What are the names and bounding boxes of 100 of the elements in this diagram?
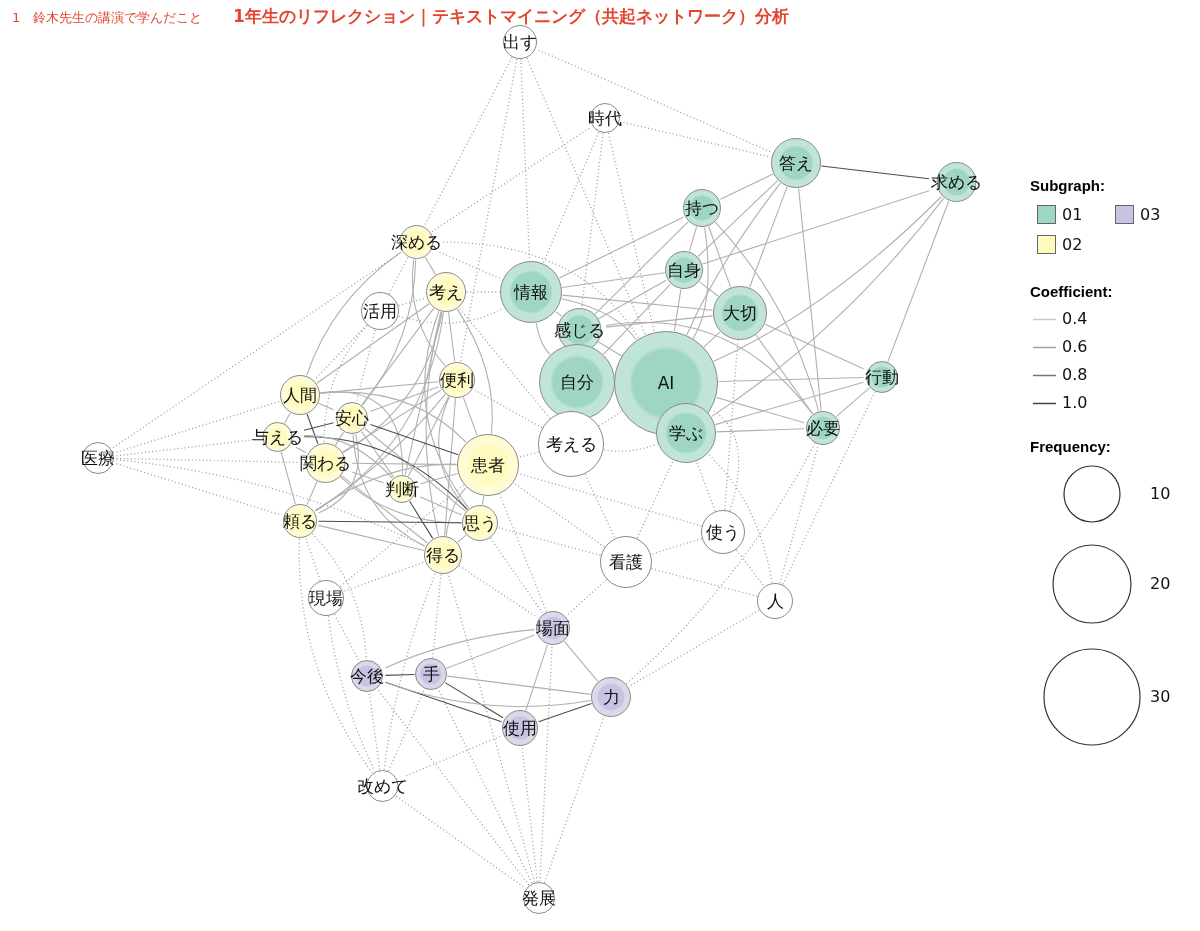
edge-line (303, 435, 393, 479)
edge-line (340, 475, 429, 544)
edge-line (764, 323, 865, 370)
edge-line (115, 400, 282, 453)
edge-line (702, 190, 930, 265)
edge-line (446, 675, 592, 695)
edge-line (419, 496, 463, 516)
edge-line (361, 307, 435, 406)
edge-line (369, 423, 459, 456)
legend-label: 20 (1150, 574, 1171, 594)
edge-line (462, 396, 478, 436)
edge-line (598, 410, 623, 427)
edge-line (688, 226, 698, 252)
edge-line (605, 321, 814, 415)
edge-line (364, 427, 467, 512)
edge-line (384, 681, 503, 723)
edge-line (458, 565, 539, 619)
edge-line (115, 457, 299, 464)
edge-line (755, 334, 814, 415)
edge-line (387, 688, 426, 772)
edge-line (561, 298, 637, 341)
word-node: 考える (538, 411, 604, 477)
edge-line (717, 376, 865, 383)
edge-line (339, 476, 463, 524)
edge-line (715, 396, 806, 424)
edge-line (411, 258, 446, 367)
word-node: 現場 (308, 580, 344, 616)
edge-line (319, 391, 467, 443)
legend-heading: Coefficient: (1030, 282, 1113, 302)
word-node: 今後 (349, 660, 385, 692)
edge-line (323, 324, 368, 444)
edge-line (409, 500, 434, 539)
word-node: 患者 (457, 434, 519, 496)
edge-line (355, 329, 376, 403)
edge-line (625, 442, 816, 685)
edge-line (424, 310, 470, 509)
edge-line (424, 256, 437, 275)
edge-line (384, 682, 592, 707)
edge-line (303, 422, 335, 431)
edge-line (710, 408, 740, 512)
word-node: 必要 (805, 411, 841, 445)
edge-line (368, 691, 381, 771)
edge-line (526, 57, 646, 336)
edge-line (445, 487, 467, 537)
edge-line (497, 527, 602, 556)
edge-line (597, 341, 622, 357)
legend-label: 01 (1062, 204, 1083, 225)
edge-line (561, 272, 666, 289)
word-node: 力 (591, 677, 631, 717)
edge-line (456, 308, 493, 435)
edge-line (306, 251, 402, 377)
edge-line (584, 473, 616, 539)
edge-line (341, 389, 442, 453)
edge-line (489, 537, 544, 615)
edge-line (696, 460, 716, 512)
word-node: 出す (502, 25, 538, 59)
edge-line (782, 391, 876, 585)
edge-line (558, 216, 685, 279)
edge-line (594, 221, 689, 315)
edge-line (628, 609, 760, 688)
title: 1年生のリフレクション｜テキストマイニング（共起ネットワーク）分析 (233, 5, 789, 27)
edge-line (525, 644, 549, 711)
word-node: 情報 (500, 261, 562, 323)
legend-label: 10 (1150, 484, 1171, 504)
edge-line (444, 682, 504, 719)
legend-label: 02 (1062, 234, 1083, 255)
edge-line (317, 520, 463, 524)
legend-label: 0.8 (1062, 365, 1088, 385)
edge-line (352, 433, 426, 547)
edge-line (565, 579, 607, 617)
edge-line (459, 58, 518, 363)
edge-line (360, 430, 395, 478)
edge-line (314, 463, 458, 512)
edge-line (319, 391, 403, 476)
edge-line (444, 397, 457, 537)
section-heading: 1 鈴木先生の講演で学んだこと (12, 9, 203, 27)
edge-line (115, 439, 251, 457)
edge-line (539, 644, 553, 883)
edge-line (395, 795, 526, 889)
edge-line (432, 573, 442, 659)
edge-line (334, 431, 345, 446)
edge-line (457, 534, 467, 543)
legend-label: 03 (1140, 204, 1161, 225)
edge-line (369, 386, 440, 412)
word-node: 場面 (535, 611, 571, 645)
word-node: 看護 (600, 536, 652, 588)
word-node: 活用 (361, 292, 399, 330)
legend-label: 0.6 (1062, 337, 1088, 357)
edge-line (703, 331, 721, 348)
edge-line (383, 572, 437, 771)
legend-heading: Frequency: (1030, 437, 1111, 457)
edge-line (561, 294, 714, 311)
edge-line (714, 221, 820, 412)
edge-line (719, 173, 774, 200)
edge-line (342, 311, 443, 454)
edge-line (779, 444, 819, 584)
word-node: 安心 (334, 402, 370, 434)
edge-line (437, 688, 533, 884)
edge-line (398, 297, 427, 307)
edge-line (112, 251, 402, 449)
